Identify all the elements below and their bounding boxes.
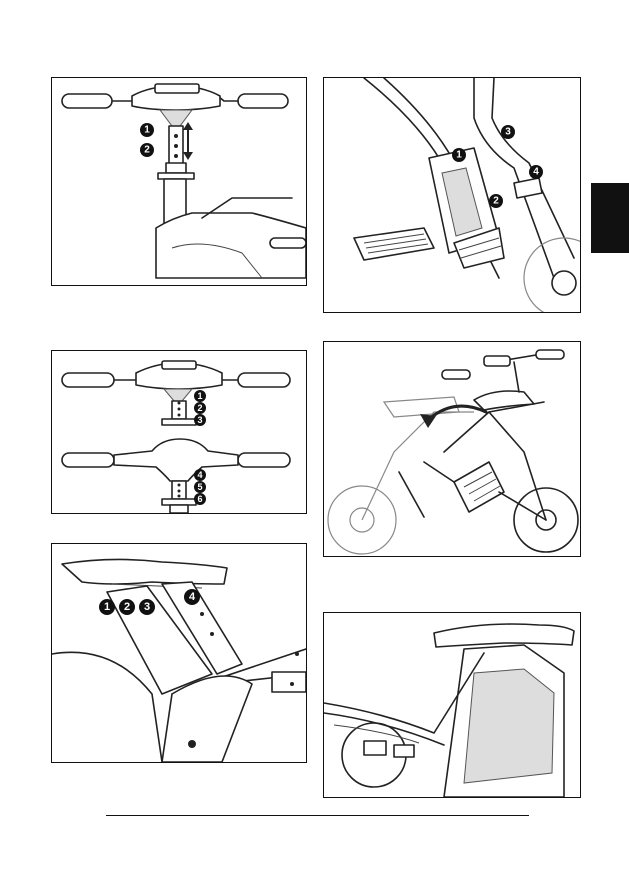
marker-1: 1: [140, 123, 154, 137]
svg-text:4: 4: [197, 470, 202, 480]
marker-4: 4: [194, 469, 206, 481]
svg-text:4: 4: [533, 167, 539, 178]
svg-text:2: 2: [124, 601, 130, 613]
figure-folding-bike: [323, 341, 581, 557]
marker-4: 4: [529, 165, 543, 179]
footer-rule: [106, 815, 529, 816]
svg-text:1: 1: [456, 150, 462, 161]
svg-text:1: 1: [144, 125, 150, 136]
figure-seat-post: 1 2 3 4: [51, 543, 307, 763]
marker-4: 4: [184, 589, 200, 605]
svg-text:2: 2: [144, 145, 150, 156]
svg-text:1: 1: [197, 391, 202, 401]
marker-3: 3: [194, 414, 206, 426]
figure-handlebar-height: 1 2: [51, 77, 307, 286]
svg-text:3: 3: [144, 601, 150, 613]
section-tab: [591, 183, 629, 253]
up-down-arrow-icon: [183, 122, 193, 160]
svg-text:1: 1: [104, 601, 110, 613]
figure-seat-battery: [323, 612, 581, 798]
marker-3: 3: [501, 125, 515, 139]
curved-arrow-icon: [420, 406, 486, 428]
marker-3: 3: [139, 599, 155, 615]
svg-text:4: 4: [189, 591, 196, 603]
marker-2: 2: [140, 143, 154, 157]
marker-2: 2: [489, 194, 503, 208]
marker-1: 1: [99, 599, 115, 615]
svg-text:5: 5: [197, 482, 202, 492]
svg-text:2: 2: [197, 403, 202, 413]
marker-2: 2: [119, 599, 135, 615]
marker-1: 1: [452, 148, 466, 162]
svg-text:3: 3: [197, 415, 202, 425]
svg-text:6: 6: [197, 494, 202, 504]
figure-frame-latches: 1 2 3 4: [323, 77, 581, 313]
figure-handlebar-screws: 1 2 3 4 5 6: [51, 350, 307, 514]
svg-text:3: 3: [505, 127, 511, 138]
marker-5: 5: [194, 481, 206, 493]
marker-1: 1: [194, 390, 206, 402]
marker-6: 6: [194, 493, 206, 505]
svg-text:2: 2: [493, 196, 499, 207]
marker-2: 2: [194, 402, 206, 414]
